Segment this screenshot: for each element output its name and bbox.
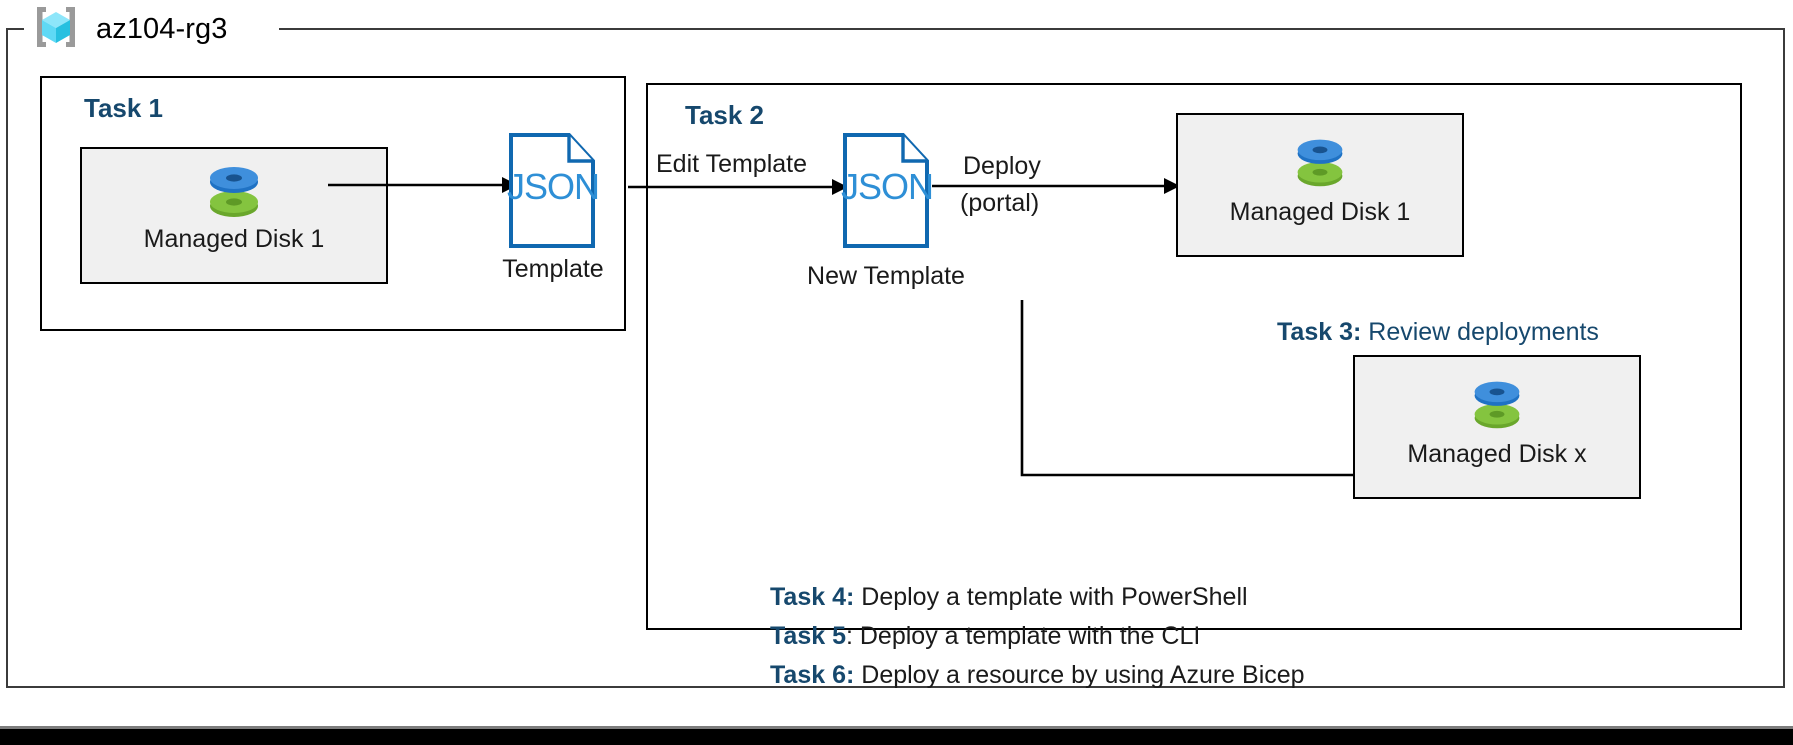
task-5-note: Task 5: Deploy a template with the CLI [770, 622, 1200, 651]
deploy-arrow-label-line2: (portal) [960, 189, 1040, 217]
task-4-description: Deploy a template with PowerShell [861, 583, 1248, 611]
task2-managed-disk-1-label: Managed Disk 1 [1229, 198, 1411, 226]
resource-group-frame [6, 28, 1785, 688]
task-4-key: Task 4: [770, 583, 855, 611]
task2-json-document-icon [843, 133, 929, 253]
arrow-new-template-to-disk-x-icon [1020, 300, 1369, 483]
task1-json-document-icon [509, 133, 595, 253]
arrow-deploy-portal-icon [932, 178, 1180, 194]
task2-managed-disk-x-label: Managed Disk x [1407, 440, 1587, 468]
task-5-description: : Deploy a template with the CLI [845, 622, 1201, 650]
task-6-description: Deploy a resource by using Azure Bicep [861, 661, 1305, 689]
task-2-heading: Task 2 [685, 100, 765, 130]
azure-resource-group-cube-icon [30, 4, 82, 55]
task1-template-caption: Template [502, 255, 604, 283]
task-6-note: Task 6: Deploy a resource by using Azure… [770, 661, 1305, 690]
task-6-key: Task 6: [770, 661, 855, 689]
resource-group-header: az104-rg3 [30, 4, 228, 54]
task-2-box [646, 83, 1742, 630]
deploy-arrow-label-line1: Deploy [963, 152, 1041, 180]
task-1-heading: Task 1 [84, 93, 164, 123]
task-4-note: Task 4: Deploy a template with PowerShel… [770, 583, 1248, 612]
new-template-caption: New Template [807, 262, 965, 290]
managed-disk-icon [1292, 133, 1348, 196]
managed-disk-icon [1469, 375, 1525, 438]
task1-json-document-text: JSON [507, 166, 600, 207]
task-5-key: Task 5 [770, 622, 846, 650]
task2-managed-disk-x-box [1353, 355, 1641, 499]
task-3-note: Task 3: Review deployments [1277, 318, 1599, 347]
task-3-description: Review deployments [1368, 318, 1599, 346]
edit-template-arrow-label: Edit Template [656, 150, 808, 178]
task2-json-document-text: JSON [841, 166, 934, 207]
task-1-box [40, 76, 626, 331]
resource-group-name: az104-rg3 [96, 12, 228, 45]
task1-managed-disk-label: Managed Disk 1 [143, 225, 325, 253]
arrow-disk-to-template-icon [328, 177, 518, 193]
arrow-edit-template-icon [628, 179, 848, 195]
managed-disk-icon [204, 160, 264, 227]
window-bottom-divider [0, 726, 1793, 729]
task-3-key: Task 3: [1277, 318, 1362, 346]
window-bottom-bar [0, 729, 1793, 745]
